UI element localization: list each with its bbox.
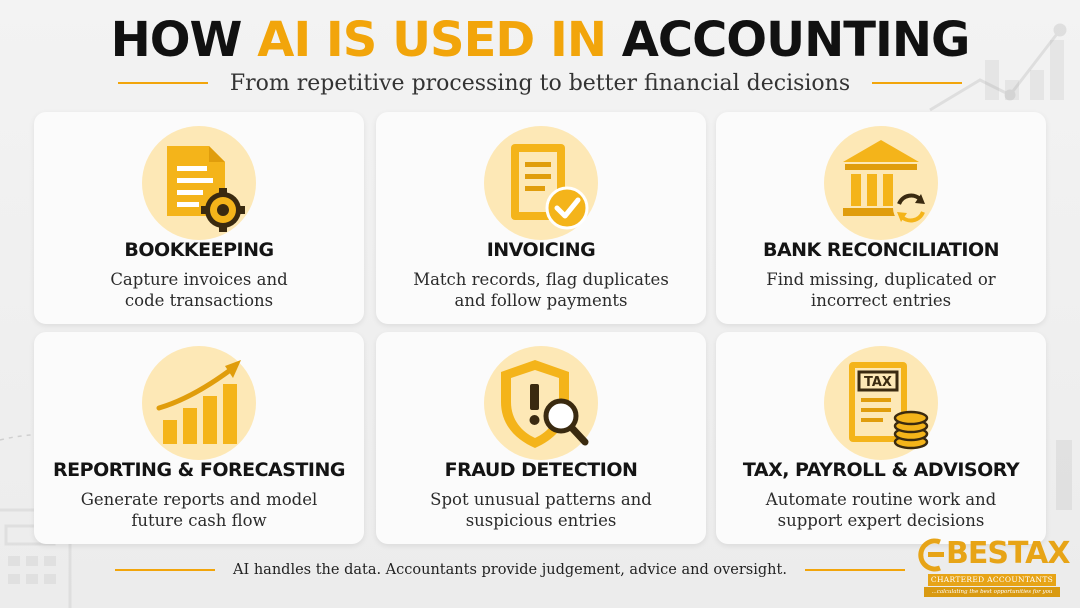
card-description-line: Find missing, duplicated or xyxy=(766,270,996,289)
logo-subtitle: CHARTERED ACCOUNTANTS xyxy=(928,574,1056,586)
invoice-check-icon xyxy=(475,124,607,242)
title-part-1: HOW xyxy=(110,12,258,68)
card-description-line: suspicious entries xyxy=(465,511,617,530)
page-title: HOW AI IS USED IN ACCOUNTING xyxy=(0,10,1080,70)
card-description: Automate routine work and support expert… xyxy=(736,489,1026,531)
document-gear-icon xyxy=(133,124,265,242)
footer-divider-right xyxy=(804,569,905,571)
card-description-line: Match records, flag duplicates xyxy=(413,270,669,289)
shield-magnifier-icon xyxy=(475,344,607,462)
card-title: BANK RECONCILIATION xyxy=(762,239,1000,261)
card-bookkeeping: BOOKKEEPING Capture invoices and code tr… xyxy=(34,112,364,324)
logo-tagline: ...calculating the best opportunities fo… xyxy=(924,587,1060,597)
card-description-line: support expert decisions xyxy=(777,511,985,530)
logo-wordmark: BESTAX xyxy=(946,536,1070,571)
footer-row: AI handles the data. Accountants provide… xyxy=(0,555,1080,585)
card-description-line: Spot unusual patterns and xyxy=(430,490,652,509)
card-title: REPORTING & FORECASTING xyxy=(53,459,345,481)
subtitle-divider-right xyxy=(872,82,963,84)
growth-chart-icon xyxy=(133,344,265,462)
bank-sync-icon xyxy=(815,124,947,242)
title-part-2: ACCOUNTING xyxy=(605,12,971,68)
page-subtitle: From repetitive processing to better fin… xyxy=(229,70,851,96)
bestax-logo: BESTAX CHARTERED ACCOUNTANTS ...calculat… xyxy=(918,536,1070,602)
card-description-line: code transactions xyxy=(124,291,274,310)
card-description: Match records, flag duplicates and follo… xyxy=(396,269,686,311)
card-description-line: Automate routine work and xyxy=(765,490,997,509)
card-fraud-detection: FRAUD DETECTION Spot unusual patterns an… xyxy=(376,332,706,544)
card-title: BOOKKEEPING xyxy=(124,239,274,261)
card-description: Generate reports and model future cash f… xyxy=(54,489,344,531)
card-description: Find missing, duplicated or incorrect en… xyxy=(736,269,1026,311)
card-tax-payroll-advisory: TAX TAX, PAYROLL & ADVISORY Automate rou… xyxy=(716,332,1046,544)
card-title: FRAUD DETECTION xyxy=(444,459,638,481)
card-description-line: Capture invoices and xyxy=(110,270,288,289)
card-title: INVOICING xyxy=(486,239,596,261)
card-description: Capture invoices and code transactions xyxy=(54,269,344,311)
card-title: TAX, PAYROLL & ADVISORY xyxy=(742,459,1020,481)
card-description-line: Generate reports and model xyxy=(80,490,318,509)
card-description-line: and follow payments xyxy=(454,291,628,310)
logo-mark-icon xyxy=(918,538,944,572)
card-invoicing: INVOICING Match records, flag duplicates… xyxy=(376,112,706,324)
title-accent: AI IS USED IN xyxy=(257,12,607,68)
svg-text:TAX: TAX xyxy=(864,375,892,390)
footer-divider-left xyxy=(115,569,216,571)
footer-text: AI handles the data. Accountants provide… xyxy=(233,562,787,578)
subtitle-divider-left xyxy=(117,82,208,84)
card-reporting-forecasting: REPORTING & FORECASTING Generate reports… xyxy=(34,332,364,544)
card-bank-reconciliation: BANK RECONCILIATION Find missing, duplic… xyxy=(716,112,1046,324)
subtitle-row: From repetitive processing to better fin… xyxy=(0,66,1080,100)
card-description: Spot unusual patterns and suspicious ent… xyxy=(396,489,686,531)
tax-document-coins-icon: TAX xyxy=(815,344,947,462)
card-description-line: future cash flow xyxy=(131,511,267,530)
card-description-line: incorrect entries xyxy=(810,291,952,310)
